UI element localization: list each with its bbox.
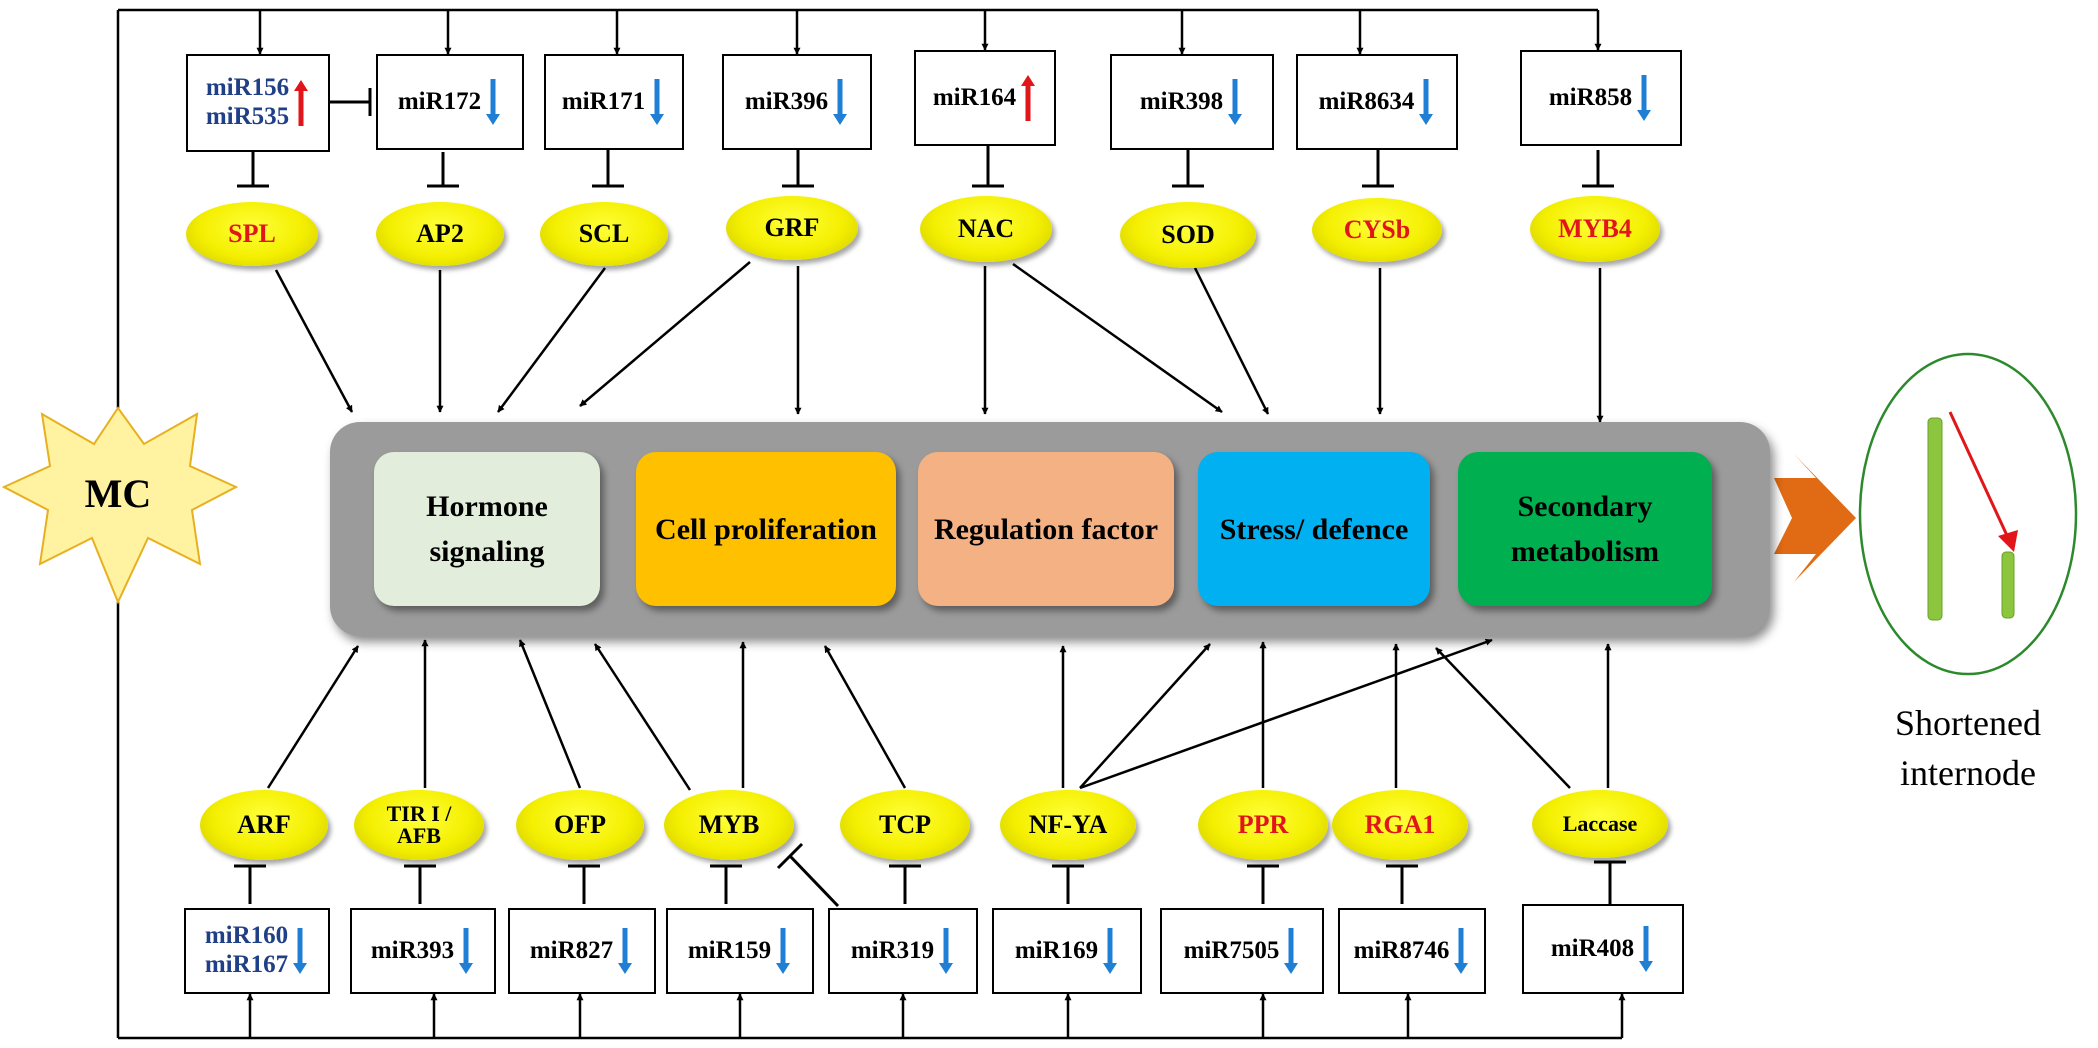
down-arrow-icon: [1101, 926, 1119, 976]
bottom-feed-arrows: [246, 993, 1626, 1038]
top-target-gene: MYB4: [1530, 196, 1660, 262]
top-mirna-box: miR164: [914, 50, 1056, 146]
top-mirna-box: miR858: [1520, 50, 1682, 146]
category-hormone-signaling: Hormone signaling: [374, 452, 600, 606]
mirna-name: miR159: [687, 936, 772, 964]
bottom-target-gene: MYB: [664, 790, 794, 860]
category-secondary-metabolism: Secondary metabolism: [1458, 452, 1712, 606]
bottom-target-gene: OFP: [516, 790, 644, 860]
top-target-gene: CYSb: [1312, 198, 1442, 262]
top-target-gene: SPL: [186, 202, 318, 266]
bottom-target-gene: NF-YA: [1000, 790, 1136, 860]
mirna-name: miR535: [205, 103, 290, 130]
long-internode: [1927, 417, 1943, 621]
mc-label: MC: [84, 471, 152, 516]
bottom-target-gene: RGA1: [1332, 790, 1468, 860]
mirna-name: miR171: [561, 87, 646, 115]
top-mirna-box: miR398: [1110, 54, 1274, 150]
category-regulation-factor: Regulation factor: [918, 452, 1174, 606]
bottom-target-gene: TCP: [840, 790, 970, 860]
category-cell-proliferation: Cell proliferation: [636, 452, 896, 606]
mc-frame-lines: [116, 8, 1622, 1040]
shortening-arrowhead: [1998, 530, 2018, 552]
up-arrow-icon: [1019, 73, 1037, 123]
top-mirna-box: miR8634: [1296, 54, 1458, 150]
mirna-name: miR167: [204, 951, 289, 978]
bottom-mirna-box: miR159: [666, 908, 814, 994]
mirna-name: miR172: [397, 87, 482, 115]
bottom-mirna-box: miR169: [992, 908, 1142, 994]
top-target-gene: GRF: [726, 196, 858, 260]
mirna-name: miR319: [850, 936, 935, 964]
down-arrow-icon: [457, 926, 475, 976]
bottom-target-gene: ARF: [200, 790, 328, 860]
top-target-gene: AP2: [376, 202, 504, 266]
outcome-label: Shortened internode: [1895, 703, 2041, 794]
up-arrow-icon: [292, 78, 310, 128]
mirna-name: miR408: [1550, 934, 1635, 962]
top-target-gene: SCL: [540, 202, 668, 266]
short-internode: [2001, 551, 2015, 619]
bottom-target-gene: TIR I /AFB: [354, 790, 484, 860]
down-arrow-icon: [831, 77, 849, 127]
mirna-name: miR8634: [1318, 87, 1415, 115]
down-arrow-icon: [1282, 926, 1300, 976]
bottom-mirna-box: miR8746: [1338, 908, 1486, 994]
top-mirna-box: miR172: [376, 54, 524, 150]
mirna-name: miR398: [1139, 87, 1224, 115]
down-arrow-icon: [648, 77, 666, 127]
down-arrow-icon: [937, 926, 955, 976]
category-stress-defence: Stress/ defence: [1198, 452, 1430, 606]
down-arrow-icon: [1417, 77, 1435, 127]
mc-starburst: [1, 406, 239, 605]
down-arrow-icon: [1637, 924, 1655, 974]
down-arrow-icon: [291, 926, 309, 976]
outcome-ellipse: [1858, 352, 2078, 676]
mirna-name: miR858: [1548, 83, 1633, 111]
bottom-mirna-box: miR319: [828, 908, 978, 994]
mirna-name: miR169: [1014, 936, 1099, 964]
mirna-name: miR8746: [1353, 936, 1450, 964]
bottom-mirna-box: miR827: [508, 908, 656, 994]
mirna-name: miR7505: [1183, 936, 1280, 964]
down-arrow-icon: [1635, 73, 1653, 123]
down-arrow-icon: [484, 77, 502, 127]
top-target-gene: NAC: [920, 196, 1052, 262]
outcome-arrow: [1774, 454, 1856, 582]
mirna-name: miR160: [204, 922, 289, 950]
mirna-name: miR827: [529, 936, 614, 964]
down-arrow-icon: [1452, 926, 1470, 976]
mirna-name: miR164: [932, 83, 1017, 111]
bottom-mirna-box: miR408: [1522, 904, 1684, 994]
top-mirna-box: miR396: [722, 54, 872, 150]
bottom-inhibition-bars: [234, 842, 1626, 908]
shortening-arrow: [1948, 411, 2012, 543]
down-arrow-icon: [774, 926, 792, 976]
down-arrow-icon: [616, 926, 634, 976]
top-mirna-box: miR171: [544, 54, 684, 150]
bottom-mirna-box: miR393: [350, 908, 496, 994]
bottom-activation-arrows: [266, 638, 1612, 791]
bottom-target-gene: Laccase: [1532, 790, 1668, 858]
top-inhibition-bars: [237, 88, 1614, 188]
mirna-name: miR396: [744, 87, 829, 115]
bottom-target-gene: PPR: [1198, 790, 1328, 860]
bottom-mirna-box: miR7505: [1160, 908, 1324, 994]
mirna-name: miR393: [370, 936, 455, 964]
top-feed-arrows: [256, 10, 1602, 55]
top-target-gene: SOD: [1120, 202, 1256, 268]
down-arrow-icon: [1226, 77, 1244, 127]
mirna-name: miR156: [205, 74, 290, 102]
top-activation-arrows: [274, 261, 1604, 423]
